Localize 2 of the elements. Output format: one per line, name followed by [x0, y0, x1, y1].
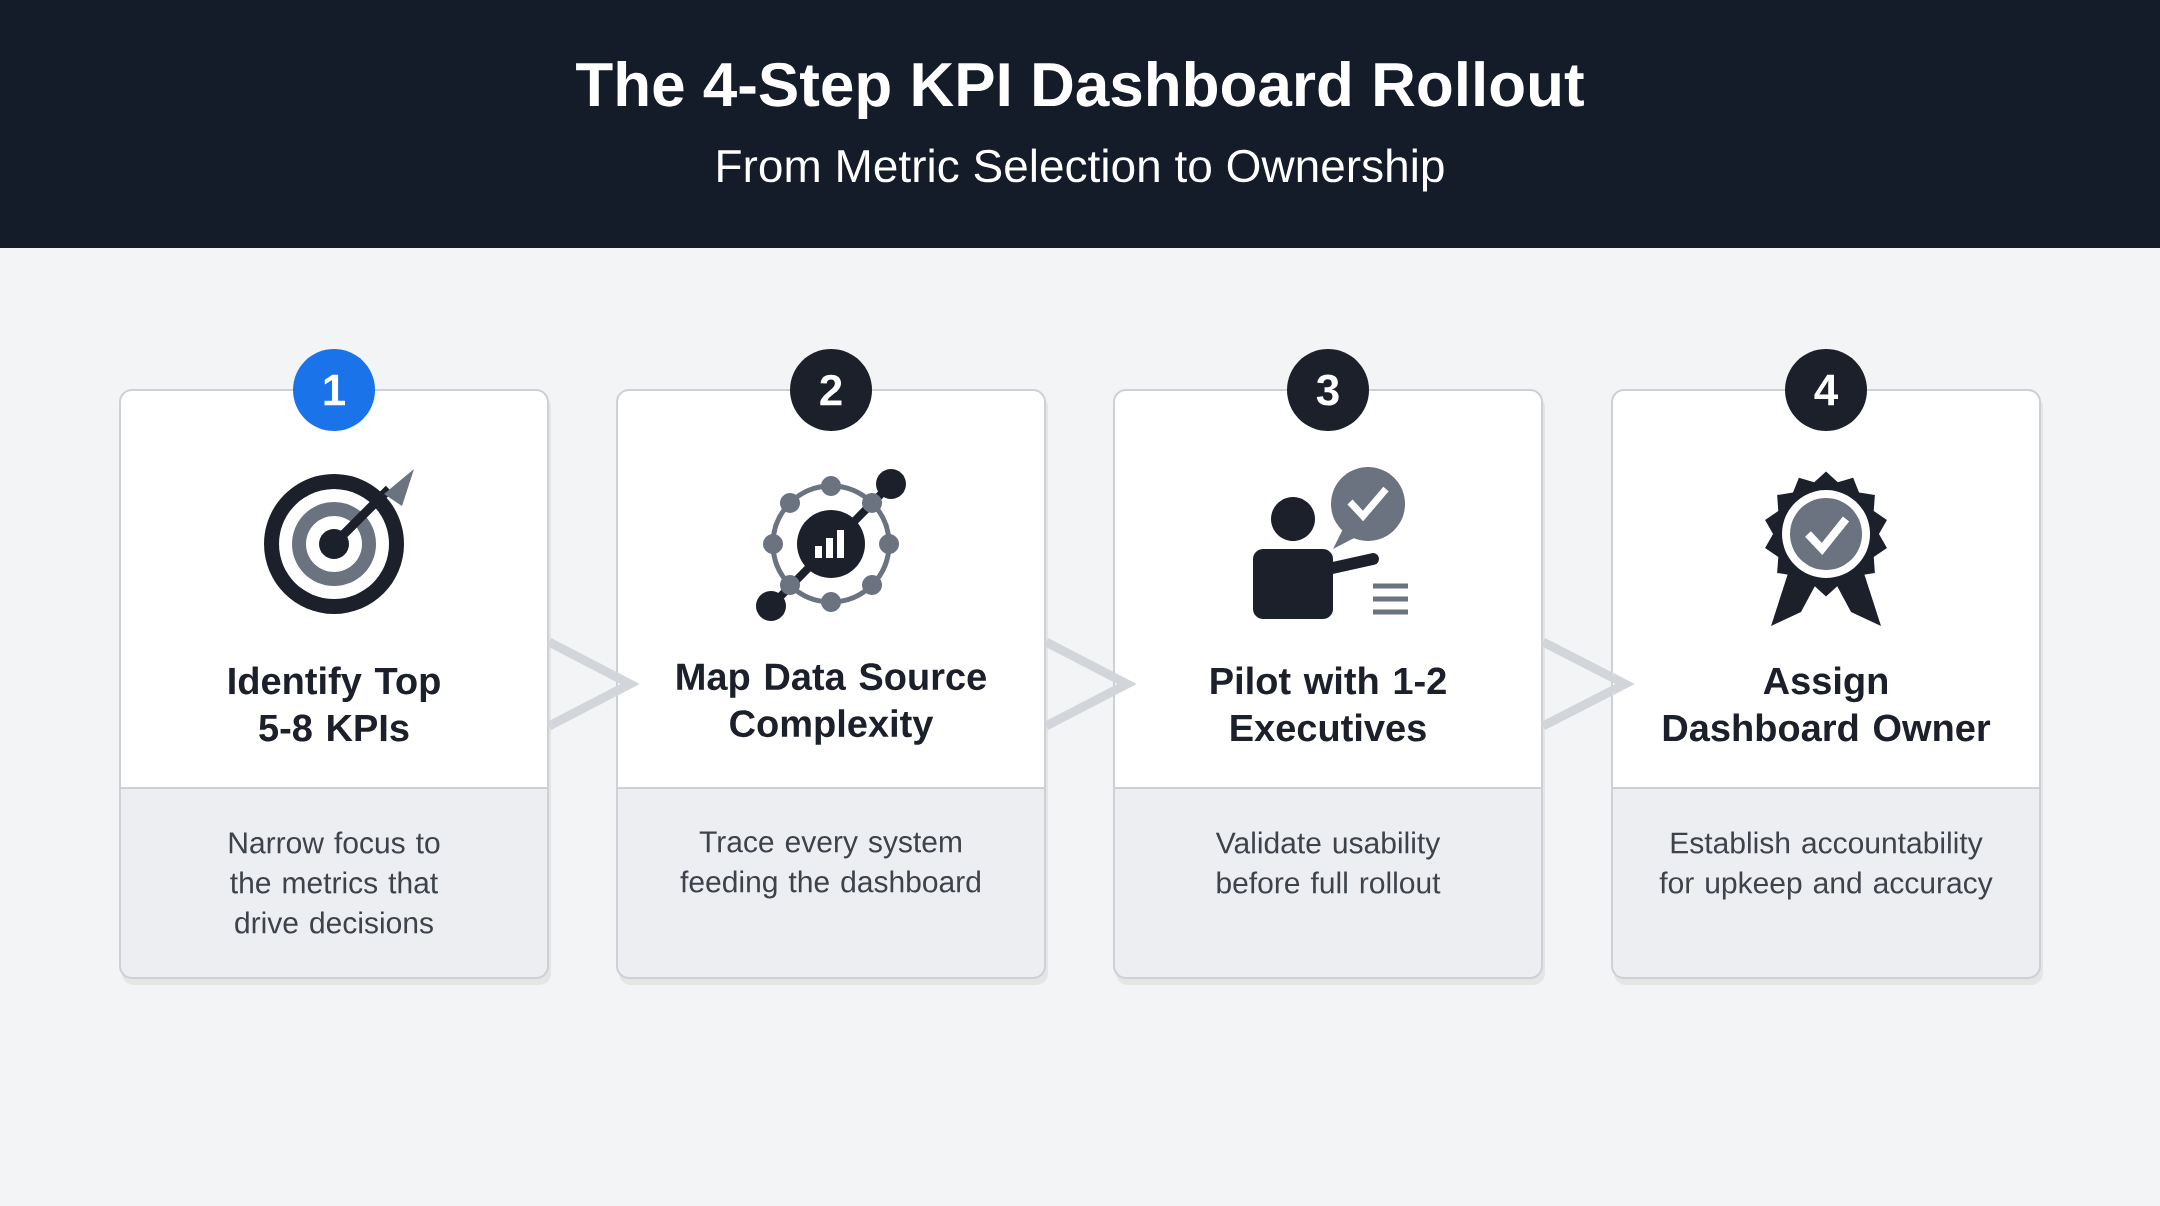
subtitle: From Metric Selection to Ownership [718, 148, 1444, 192]
title: The 4-Step KPI Dashboard Rollout [576, 61, 1584, 119]
